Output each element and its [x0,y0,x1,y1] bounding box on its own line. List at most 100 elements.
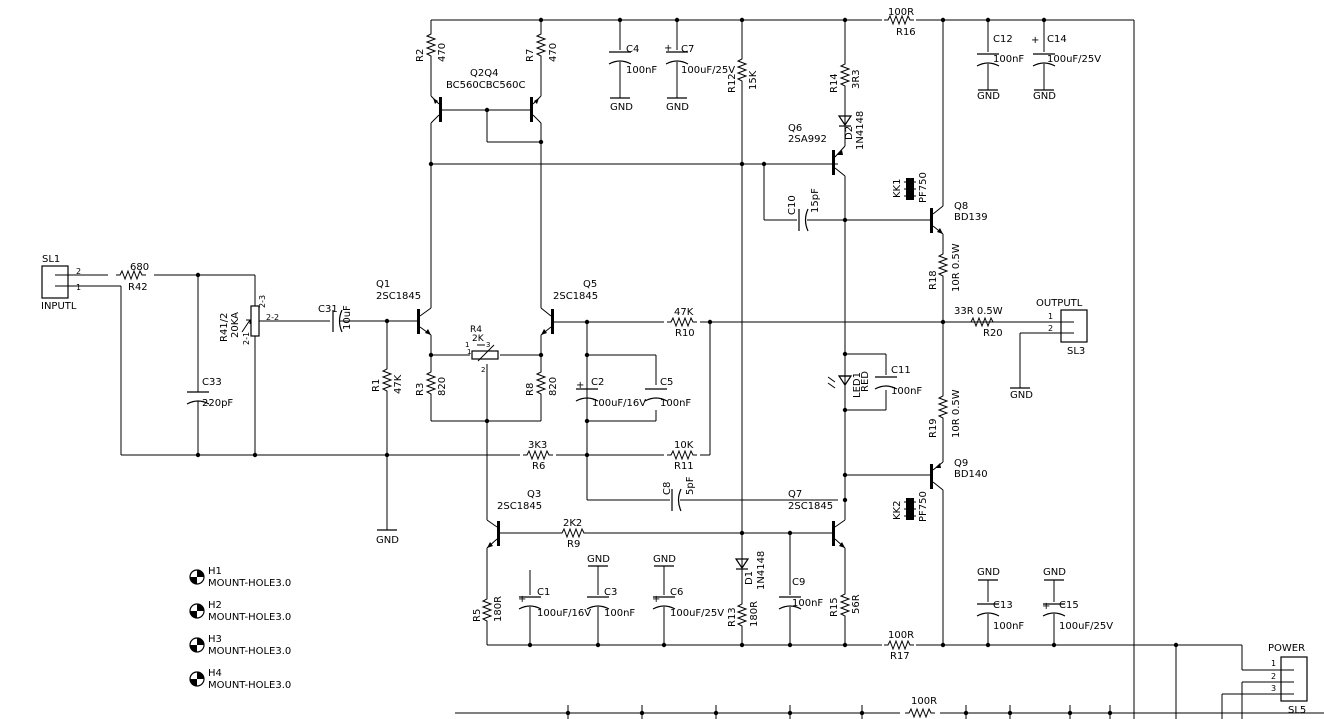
c9-val: 100nF [792,598,823,609]
r20-resistor: 33R 0.5W R20 [954,306,1003,339]
c31-capacitor: C31 10uF [318,304,353,333]
r13-ref: R13 [727,607,738,627]
junctions [195,17,1179,716]
bottom-resistor: 100R [904,696,937,718]
q8-ref: Q8 [954,201,968,212]
c5-ref: C5 [660,377,673,388]
r9-resistor: 2K2 R9 [557,518,589,550]
c10-capacitor: C10 15pF [787,188,821,232]
r4-trimmer: R4 2K 1 3 1 2 [465,325,499,374]
c6-plus: + [652,594,660,605]
q6-val: 2SA992 [788,134,827,145]
r17-ref: R17 [890,651,910,662]
c15-plus: + [1042,601,1050,612]
c6-ref: C6 [670,587,683,598]
kk2-ref: KK2 [892,501,903,520]
c1-ref: C1 [537,587,550,598]
sl5-pin1: 1 [1271,659,1276,668]
c12-capacitor: C12 100nF GND [976,34,1024,102]
r6-val: 3K3 [528,440,547,451]
q8-transistor: Q8 BD139 [930,201,988,235]
r8-resistor: R8 820 [525,367,559,399]
r15-resistor: R15 56R [829,589,862,621]
sl1-pin1: 1 [76,283,81,292]
c31-ref: C31 [318,304,338,315]
c5-capacitor: C5 100nF [644,377,691,409]
q9-val: BD140 [954,469,988,480]
r3-ref: R3 [415,383,426,396]
c15-ref: C15 [1059,600,1079,611]
r1-resistor: R1 47K GND [371,364,404,546]
c9-capacitor: C9 100nF [778,577,823,610]
q5-transistor: Q5 2SC1845 [540,279,598,336]
r12-ref: R12 [727,73,738,93]
c33-capacitor: C33 220pF [186,377,233,410]
r5-ref: R5 [472,609,483,622]
q1-ref: Q1 [376,279,390,290]
c3-ref: C3 [604,587,617,598]
r16-ref: R16 [896,27,916,38]
h2-val: MOUNT-HOLE3.0 [208,612,291,623]
r41-potentiometer: R41/2 20KA 2-3 2-2 2-1 [219,295,279,345]
r11-resistor: 10K R11 [666,440,698,472]
r18-resistor: R18 10R 0.5W [928,243,962,292]
r42-val: 680 [130,262,149,273]
h4-val: MOUNT-HOLE3.0 [208,680,291,691]
d1-diode: D1 1N4148 [734,550,767,590]
c7-val: 100uF/25V [681,65,735,76]
c8-capacitor: C8 5pF [662,476,696,512]
c10-ref: C10 [787,195,798,215]
c13-val: 100nF [993,621,1024,632]
c2-plus: + [576,380,584,391]
c14-gnd: GND [1033,91,1056,102]
r6-ref: R6 [532,461,545,472]
d2-ref: D2 [844,126,855,140]
c15-capacitor: GND + C15 100uF/25V [1042,567,1113,632]
r7-val: 470 [548,43,559,62]
c2-val: 100uF/16V [592,398,646,409]
q2q4-val: BC560CBC560C [446,80,525,91]
sl3-pin2: 2 [1048,324,1053,333]
sl5-connector: POWER SL5 1 2 3 [1268,643,1308,716]
q6-transistor: Q6 2SA992 [788,123,846,177]
sl5-pin3: 3 [1271,684,1276,693]
r2-ref: R2 [415,49,426,62]
r2-val: 470 [437,43,448,62]
led1-val: RED [860,371,871,392]
gnd-r1: GND [376,535,399,546]
sl1-val: INPUTL [41,301,77,312]
c33-ref: C33 [202,377,222,388]
sl1-connector: SL1 INPUTL 2 1 [41,254,81,312]
c7-capacitor: + C7 100uF/25V GND [664,43,735,113]
r4-pin2: 2 [481,366,485,374]
mount-hole-h2: H2 MOUNT-HOLE3.0 [189,600,291,623]
wires [68,19,1324,719]
sl3-ref: SL3 [1067,346,1085,357]
c9-ref: C9 [792,577,805,588]
mount-holes: H1 MOUNT-HOLE3.0 H2 MOUNT-HOLE3.0 H3 MOU… [189,566,291,691]
c8-val: 5pF [685,476,696,495]
c11-ref: C11 [891,365,911,376]
d1-val: 1N4148 [756,551,767,590]
r41-ref: R41/2 [219,313,230,342]
h4-ref: H4 [208,668,222,679]
r1-ref: R1 [371,379,382,392]
r3-val: 820 [437,377,448,396]
q5-ref: Q5 [583,279,597,290]
q2q4-ref: Q2Q4 [470,68,498,79]
c14-plus: + [1031,35,1039,46]
sl5-ref: SL5 [1288,705,1306,716]
r10-resistor: 47K R10 [666,307,698,339]
r1-val: 47K [393,374,404,394]
r13-val: 180R [749,601,760,627]
r11-ref: R11 [674,461,694,472]
q5-val: 2SC1845 [553,291,598,302]
led1-ref: LED1 [852,372,863,398]
r4-pin1b: 1 [467,348,471,356]
mount-hole-h1: H1 MOUNT-HOLE3.0 [189,566,291,589]
r14-val: 3R3 [851,69,862,89]
c13-capacitor: GND C13 100nF [976,567,1024,632]
c14-val: 100uF/25V [1047,54,1101,65]
r20-val: 33R 0.5W [954,306,1003,317]
r6-resistor: 3K3 R6 [522,440,554,472]
